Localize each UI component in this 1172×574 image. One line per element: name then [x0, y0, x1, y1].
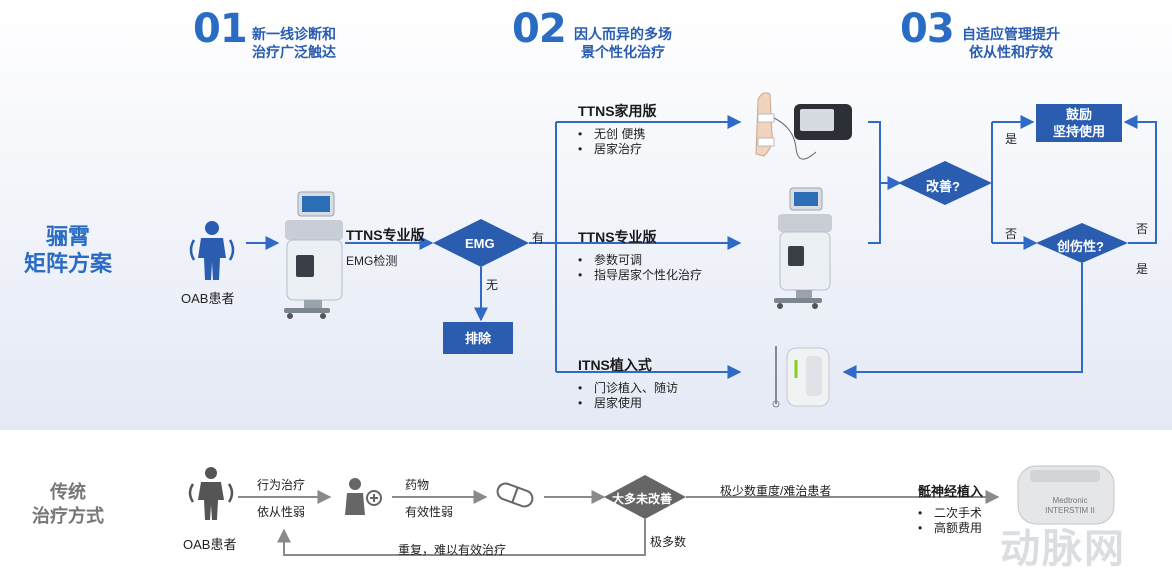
step-3-number: 03 [900, 6, 955, 52]
encourage-line1: 鼓励 [1065, 107, 1092, 122]
exclude-box: 排除 [443, 322, 513, 354]
sacral-bullets: 二次手术 高额费用 [918, 506, 982, 536]
bullet-item: 参数可调 [578, 253, 702, 268]
invasive-no-label: 否 [1136, 222, 1149, 236]
bullet-item: 指导居家个性化治疗 [578, 268, 702, 283]
branch-implant-title: ITNS植入式 [578, 357, 652, 373]
encourage-box: 鼓励 坚持使用 [1036, 104, 1122, 142]
pill-icon [496, 482, 534, 508]
branch-home-title: TTNS家用版 [578, 103, 657, 119]
matrix-title-line2: 矩阵方案 [23, 251, 112, 276]
step-3-line2: 依从性和疗效 [969, 44, 1053, 60]
emg-yes-label: 有 [532, 231, 545, 245]
patient-icon [189, 221, 235, 280]
invasive-node-label: 创伤性? [1057, 239, 1104, 254]
behavior-therapy-label: 行为治疗 [257, 478, 306, 492]
watermark: 动脉网 [1000, 527, 1126, 571]
bullet-item: 二次手术 [918, 506, 982, 521]
ttns-pro-device-image [284, 191, 343, 319]
bullet-item: 无创 便携 [578, 127, 645, 142]
step-1-line2: 治疗广泛触达 [252, 44, 336, 60]
majority-decision-diamond [604, 475, 686, 519]
emg-node-label: EMG [465, 236, 495, 251]
matrix-background [0, 0, 1172, 430]
step-1-description: 新一线诊断和 治疗广泛触达 [252, 25, 336, 61]
emg-decision-diamond [433, 219, 529, 267]
traditional-section-title: 传统 治疗方式 [20, 480, 116, 528]
doctor-plus-icon [345, 478, 382, 515]
step-2-line2: 景个性化治疗 [581, 44, 665, 60]
improve-decision-diamond [898, 161, 992, 205]
step-1-number: 01 [193, 6, 248, 52]
traditional-title-line2: 治疗方式 [32, 506, 104, 526]
step-3-line1: 自适应管理提升 [962, 26, 1060, 42]
ttns-pro-device-image-middle [774, 187, 832, 309]
invasive-decision-diamond [1036, 223, 1128, 263]
matrix-section-title: 骊霄 矩阵方案 [18, 223, 118, 277]
traditional-background [0, 430, 1172, 573]
bullet-item: 高额费用 [918, 521, 982, 536]
step-1-line1: 新一线诊断和 [252, 26, 336, 42]
emg-test-label: EMG检测 [346, 254, 398, 268]
step-3-description: 自适应管理提升 依从性和疗效 [962, 25, 1060, 61]
traditional-patient-label: OAB患者 [183, 537, 237, 552]
branch-pro-title: TTNS专业版 [578, 229, 657, 245]
improve-no-label: 否 [1005, 227, 1018, 241]
step-2-line1: 因人而异的多场 [574, 26, 672, 42]
improve-node-label: 改善? [926, 179, 960, 194]
weak-efficacy-label: 有效性弱 [405, 505, 454, 519]
drug-label: 药物 [405, 478, 430, 492]
sacral-implant-image [1017, 465, 1115, 525]
branch-implant-bullets: 门诊植入、随访 居家使用 [578, 381, 678, 411]
branch-pro-bullets: 参数可调 指导居家个性化治疗 [578, 253, 702, 283]
step-2-number: 02 [512, 6, 567, 52]
branch-home-bullets: 无创 便携 居家治疗 [578, 127, 645, 157]
sacral-title: 骶神经植入 [918, 484, 984, 499]
emg-no-label: 无 [486, 278, 499, 292]
itns-implant-device-image [772, 346, 830, 408]
majority-node-label: 大多未改善 [612, 492, 673, 506]
encourage-line2: 坚持使用 [1052, 124, 1105, 139]
matrix-title-line1: 骊霄 [45, 224, 90, 249]
bullet-item: 居家治疗 [578, 142, 645, 157]
patient-label: OAB患者 [181, 291, 235, 306]
step-2-description: 因人而异的多场 景个性化治疗 [574, 25, 672, 61]
implant-brand-text: Medtronic INTERSTIM II [1045, 496, 1095, 515]
few-severe-label: 极少数重度/难治患者 [720, 484, 832, 498]
pro-device-title: TTNS专业版 [346, 227, 425, 243]
very-few-label: 极多数 [650, 535, 687, 549]
low-compliance-label: 依从性弱 [257, 505, 306, 519]
bullet-item: 门诊植入、随访 [578, 381, 678, 396]
traditional-title-line1: 传统 [50, 482, 86, 502]
ttns-home-device-image [755, 92, 852, 160]
invasive-yes-label: 是 [1136, 262, 1149, 276]
repeat-label: 重复，难以有效治疗 [398, 543, 507, 557]
bullet-item: 居家使用 [578, 396, 678, 411]
traditional-patient-icon [188, 467, 234, 520]
improve-yes-label: 是 [1005, 132, 1018, 146]
